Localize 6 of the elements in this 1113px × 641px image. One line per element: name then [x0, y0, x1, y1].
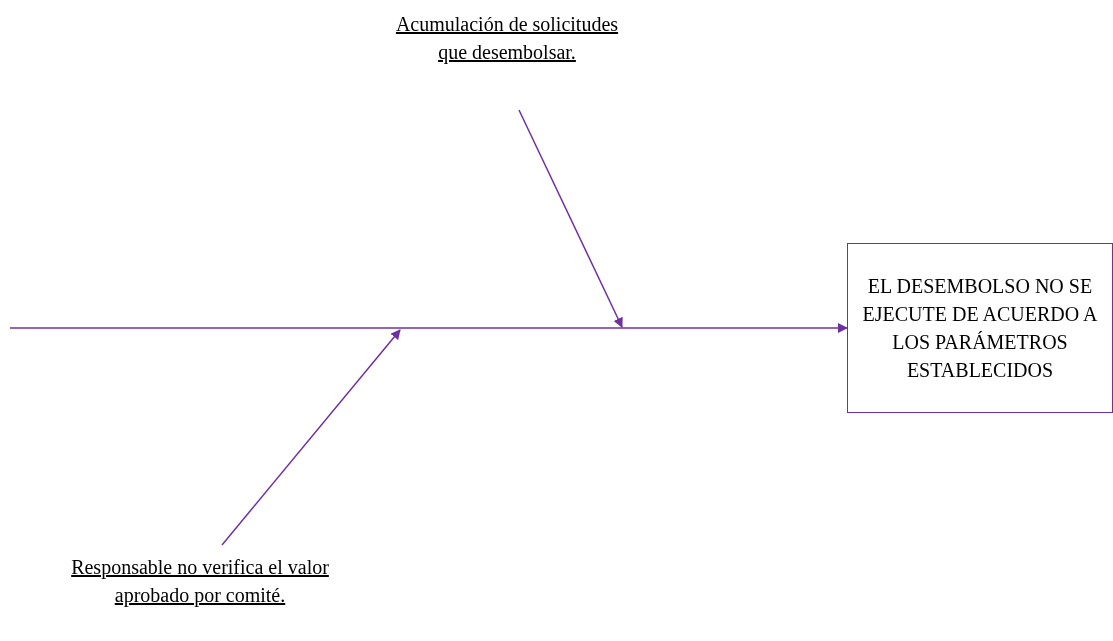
effect-box: EL DESEMBOLSO NO SE EJECUTE DE ACUERDO A LOS PARÁMETROS ESTABLECIDOS — [847, 243, 1113, 413]
arrow — [518, 109, 623, 328]
cause-text: Responsable no verifica el valor aprobado por comité. — [50, 553, 350, 639]
cause-text: Acumulación de solicitudes que desembolsar. — [392, 10, 622, 110]
arrow — [9, 323, 848, 333]
arrow — [221, 329, 401, 546]
